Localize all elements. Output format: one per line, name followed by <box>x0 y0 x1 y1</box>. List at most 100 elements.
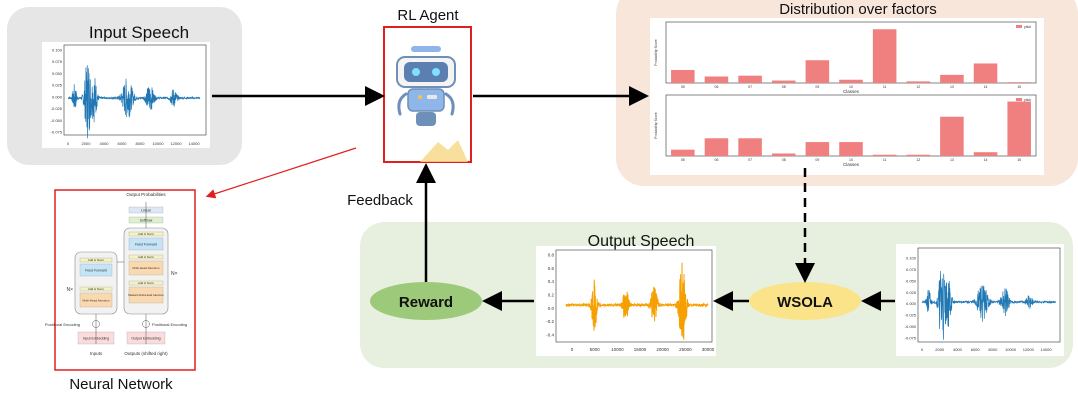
nn-multi-head-attention-decoder: Multi-Head Attention <box>132 266 159 270</box>
input-speech-y-tick: -0.075 <box>51 130 63 135</box>
dist-top-bar <box>872 29 897 84</box>
nn-feed-forward-decoder: Feed Forward <box>135 243 157 247</box>
input-speech-title: Input Speech <box>89 23 189 42</box>
dist-bottom-x-tick: 14 <box>984 158 988 162</box>
wsola-input-y-tick: 0.100 <box>906 256 917 261</box>
dist-bottom-legend-swatch <box>1016 98 1022 101</box>
dist-top-legend-swatch <box>1016 25 1022 28</box>
dist-bottom-x-label: Classes <box>843 162 860 167</box>
dist-bottom-bar <box>906 154 931 156</box>
dist-top-bar <box>1007 82 1031 83</box>
input-speech-y-tick: -0.050 <box>51 118 63 123</box>
wsola-label: WSOLA <box>777 294 833 311</box>
dist-top-bar <box>671 69 695 83</box>
reward-label: Reward <box>399 294 453 311</box>
wsola-input-x-tick: 6000 <box>971 347 981 352</box>
input-speech-y-tick: 0.100 <box>52 48 63 53</box>
dist-bottom-x-tick: 10 <box>849 158 853 162</box>
distribution-title: Distribution over factors <box>779 1 937 18</box>
nn-multi-head-attention-encoder: Multi-Head Attention <box>82 299 109 303</box>
dist-bottom-bar <box>872 154 897 156</box>
input-speech-x-tick: 6000 <box>118 141 128 146</box>
dist-bottom-x-tick: 09 <box>815 158 819 162</box>
reward-node <box>370 282 482 320</box>
dist-top-x-tick: 13 <box>950 85 954 89</box>
nn-output-probabilities: Output Probabilities <box>126 192 166 197</box>
nn-add-norm-encoder-low: Add & Norm <box>88 287 105 291</box>
input-speech-y-tick: 0.050 <box>52 71 63 76</box>
nn-positional-encoding-left: Positional Encoding <box>45 322 80 327</box>
dist-top-x-tick: 10 <box>849 85 853 89</box>
wsola-input-y-tick: 0.075 <box>906 267 917 272</box>
wsola-node <box>749 282 861 320</box>
input-speech-x-tick: 10000 <box>152 141 164 146</box>
input-speech-x-tick: 12000 <box>170 141 182 146</box>
nn-positional-encoding-right: Positional Encoding <box>152 322 187 327</box>
dist-bottom-x-tick: 13 <box>950 158 954 162</box>
neural-network-title: Neural Network <box>69 376 173 393</box>
output-speech-y-tick: 0.6 <box>548 266 555 271</box>
output-speech-y-tick: 0.2 <box>548 293 555 298</box>
nn-nx-left: N× <box>66 287 73 293</box>
output-speech-y-tick: 0.0 <box>548 306 555 311</box>
dist-top-x-tick: 09 <box>815 85 819 89</box>
output-speech-title: Output Speech <box>588 233 695 250</box>
nn-nx-right: N× <box>171 271 178 277</box>
wsola-input-x-tick: 8000 <box>988 347 998 352</box>
dist-bottom-y-label: Probability Score <box>654 112 658 139</box>
dist-top-y-label: Probability Score <box>654 39 658 66</box>
output-speech-x-tick: 30000 <box>702 347 715 352</box>
dist-top-bar <box>839 79 863 83</box>
dist-top-bar <box>771 80 796 83</box>
dist-bottom-x-tick: 12 <box>916 158 920 162</box>
nn-linear: Linear <box>141 209 152 213</box>
nn-add-norm-decoder-top: Add & Norm <box>138 232 155 236</box>
output-speech-y-tick: -0.4 <box>546 333 554 338</box>
output-speech-x-tick: 25000 <box>679 347 692 352</box>
input-speech-y-tick: -0.025 <box>51 106 63 111</box>
input-speech-x-tick: 4000 <box>100 141 110 146</box>
wsola-input-y-tick: 0.025 <box>906 290 917 295</box>
dist-bottom-bar <box>671 149 695 156</box>
dist-top-bar <box>704 76 729 83</box>
dist-top-bar <box>738 75 762 83</box>
nn-input-embedding: Input Embedding <box>83 337 110 341</box>
sparkle-icon <box>420 140 468 162</box>
dist-bottom-bar <box>805 142 830 156</box>
input-speech-plot: 0.1000.0750.0500.0250.000-0.025-0.050-0.… <box>42 42 210 148</box>
wsola-input-y-tick: -0.050 <box>905 324 917 329</box>
dist-top-x-tick: 07 <box>748 85 752 89</box>
output-speech-x-tick: 15000 <box>634 347 647 352</box>
output-speech-y-tick: -0.2 <box>546 319 554 324</box>
input-speech-y-tick: 0.000 <box>52 94 63 99</box>
output-speech-x-tick: 5000 <box>590 347 601 352</box>
nn-add-norm-decoder-mid: Add & Norm <box>138 255 155 259</box>
dist-bottom-x-tick: 07 <box>748 158 752 162</box>
nn-inputs: Inputs <box>90 351 103 356</box>
dist-bottom-bar <box>940 116 964 156</box>
wsola-input-y-tick: -0.075 <box>905 336 917 341</box>
nn-add-norm-encoder-top: Add & Norm <box>88 258 105 262</box>
wsola-input-plot: 0.1000.0750.0500.0250.000-0.025-0.050-0.… <box>896 244 1064 356</box>
wsola-input-x-tick: 14000 <box>1040 347 1052 352</box>
dist-bottom-bar <box>839 142 863 156</box>
dist-bottom-x-tick: 11 <box>883 158 887 162</box>
dist-top-x-tick: 15 <box>1017 85 1021 89</box>
input-speech-x-tick: 14000 <box>188 141 200 146</box>
input-speech-x-tick: 0 <box>67 141 70 146</box>
dist-bottom-bar <box>704 138 729 156</box>
nn-feed-forward-encoder: Feed Forward <box>85 269 107 273</box>
arrow-agent-to-network <box>205 147 357 199</box>
dist-bottom-x-tick: 06 <box>715 158 719 162</box>
dist-bottom-x-tick: 15 <box>1017 158 1021 162</box>
dist-top-bar <box>940 74 964 83</box>
wsola-input-x-tick: 10000 <box>1005 347 1017 352</box>
wsola-input-x-tick: 12000 <box>1023 347 1035 352</box>
output-speech-x-tick: 0 <box>571 347 574 352</box>
dist-top-bar <box>973 63 998 83</box>
output-speech-x-tick: 20000 <box>656 347 669 352</box>
rl-agent-title: RL Agent <box>397 7 459 24</box>
